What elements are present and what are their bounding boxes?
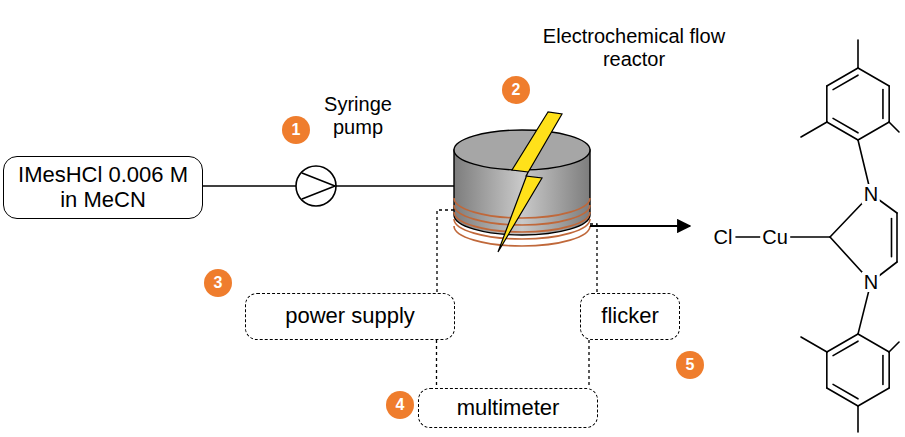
bond (888, 352, 890, 388)
atom-label: N (862, 184, 880, 204)
callout-number: 3 (214, 274, 223, 292)
node-text: IMesHCl 0.006 M in MeCN (12, 162, 194, 213)
bond (801, 122, 827, 137)
bond (833, 341, 858, 355)
callout-number: 3 (204, 269, 232, 297)
flicker-box: flicker (580, 293, 680, 340)
callout-number: 1 (292, 121, 301, 139)
bond (896, 213, 898, 262)
bond (857, 40, 859, 68)
bond (790, 236, 830, 238)
reservoir-box: IMesHCl 0.006 M in MeCN (3, 156, 203, 219)
bond (826, 352, 828, 388)
bond (882, 356, 884, 385)
coil-winding (454, 219, 590, 239)
part-label: Syringe pump (308, 93, 408, 139)
bond (833, 384, 858, 398)
callout-number: 2 (512, 81, 521, 99)
callout-number: 1 (282, 116, 310, 144)
bond (888, 86, 890, 122)
coil-winding (454, 226, 590, 246)
callout-number: 2 (502, 76, 530, 104)
bond (858, 388, 889, 406)
bond (826, 86, 828, 122)
callout-number: 4 (386, 391, 414, 419)
coil-winding (454, 212, 590, 232)
bond (882, 90, 884, 119)
bond (833, 75, 858, 89)
molecule-bonds (736, 40, 899, 432)
callout-number: 5 (676, 351, 704, 379)
callout-number: 4 (396, 396, 405, 414)
lightning-bolt (498, 112, 562, 252)
dashed-connector (588, 340, 589, 388)
part-label: Electrochemical flow reactor (529, 25, 739, 71)
atom-label: Cu (760, 227, 790, 247)
node-text: multimeter (457, 396, 560, 420)
bond (889, 342, 899, 352)
dashed-connector (436, 340, 437, 388)
node-text: power supply (285, 304, 415, 328)
callout-number: 5 (686, 356, 695, 374)
atom-label: N (862, 272, 880, 292)
bond (858, 122, 889, 140)
pump-symbol (296, 166, 336, 206)
node-text: flicker (601, 304, 658, 328)
feed-line (336, 185, 454, 187)
outlet-arrow (590, 225, 690, 227)
bond (858, 68, 889, 86)
bond (736, 236, 762, 238)
reactor-cylinder (454, 112, 590, 252)
wire (437, 210, 454, 293)
feed-line (201, 185, 296, 187)
bond (801, 337, 827, 352)
atom-label: Cl (712, 227, 735, 247)
bond (857, 406, 859, 432)
bond (889, 122, 899, 132)
multimeter-box: multimeter (418, 388, 598, 428)
bond (858, 334, 889, 352)
power-supply-box: power supply (245, 293, 455, 340)
bond (833, 118, 858, 132)
bond (891, 219, 893, 257)
wire (590, 224, 597, 293)
